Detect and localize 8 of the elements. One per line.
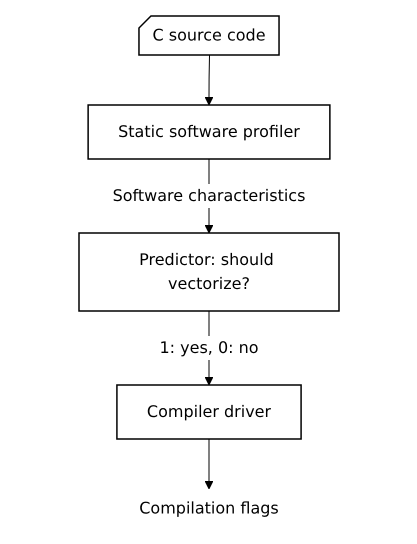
edge-label: Software characteristics [112, 186, 305, 205]
arrow [204, 438, 213, 490]
arrow [204, 55, 213, 106]
node-box: Compiler driver [116, 384, 302, 440]
node-box: Predictor: should vectorize? [78, 232, 340, 312]
node-text: Compilation flags [138, 498, 278, 518]
node-box: Static software profiler [86, 104, 330, 160]
edge-label: 1: yes, 0: no [158, 338, 258, 357]
